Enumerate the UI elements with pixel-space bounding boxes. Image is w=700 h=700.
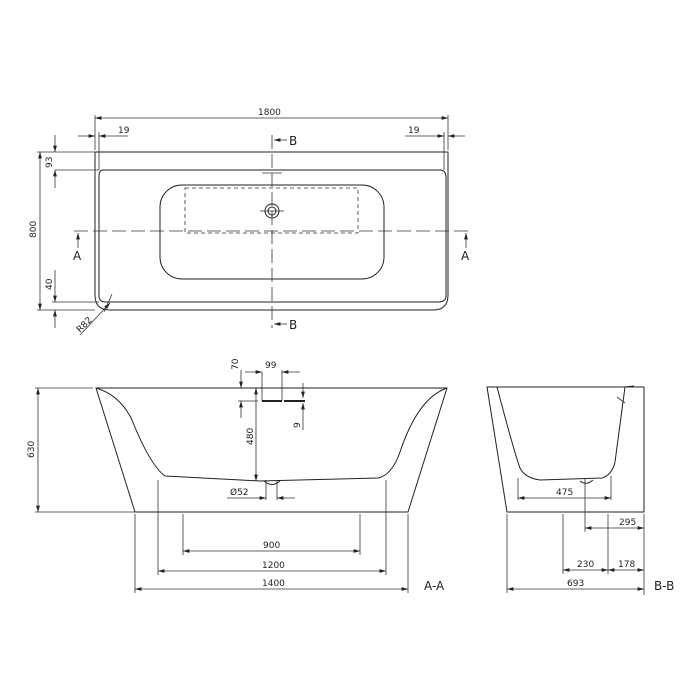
dim-overflow-width: 99	[265, 361, 277, 371]
section-mark-a-right: A	[461, 249, 470, 263]
section-a-label: A-A	[424, 579, 445, 593]
section-b-label: B-B	[654, 579, 674, 593]
section-mark-b-top: B	[289, 134, 297, 148]
dim-depth: 480	[246, 428, 256, 445]
dim-inner-base: 900	[263, 541, 280, 551]
dim-base-width: 1400	[262, 579, 285, 589]
dim-height: 630	[27, 441, 37, 458]
dim-base-width-b: 693	[567, 579, 584, 589]
dim-foot-left: 230	[577, 560, 594, 570]
dim-inner-base-b: 475	[556, 488, 573, 498]
dim-overall-length: 1800	[258, 108, 281, 118]
tub-rim-outline	[98, 169, 447, 303]
dim-drain-offset: 295	[619, 518, 636, 528]
dim-rim-top: 93	[45, 157, 55, 168]
dim-drain-diameter: Ø52	[230, 487, 249, 498]
dim-overflow-offset: 70	[231, 358, 241, 370]
section-mark-b-bottom: B	[289, 318, 297, 332]
dim-foot-right: 178	[618, 560, 635, 570]
section-b-view: 475 295 230 178 693 B-B	[486, 385, 674, 595]
overflow-area	[184, 187, 359, 234]
dim-overall-width: 800	[29, 221, 39, 238]
tub-outer-outline	[94, 151, 449, 311]
drain-profile	[263, 480, 281, 485]
section-b-outer	[486, 386, 645, 513]
dim-overflow-thickness: 9	[293, 422, 303, 428]
section-b-inner	[496, 385, 635, 481]
dim-rim-bottom: 40	[45, 278, 55, 290]
section-mark-a-left: A	[73, 249, 82, 263]
top-view: 1800 19 19 800 93 40 R82 A A	[29, 108, 470, 336]
dim-rim-left: 19	[118, 126, 130, 136]
dim-foot-width: 1200	[262, 561, 285, 571]
dim-rim-right: 19	[408, 126, 420, 136]
section-a-outer	[95, 387, 448, 513]
section-a-view: 630 70 99 9 480 Ø52 900	[27, 358, 448, 593]
dim-corner-radius: R82	[75, 316, 95, 336]
drain-profile-b	[579, 479, 594, 484]
section-a-inner	[95, 387, 448, 482]
